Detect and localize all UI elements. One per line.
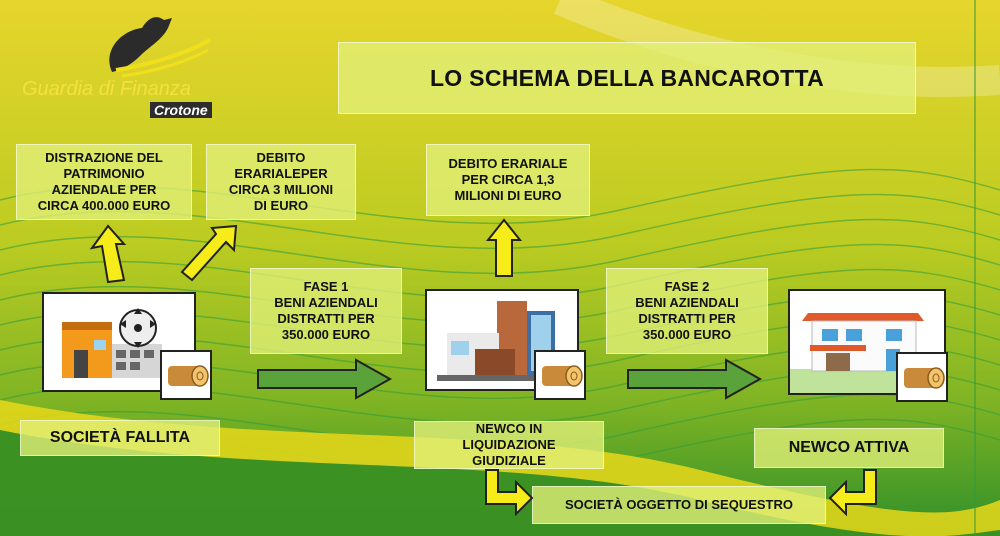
wood-log-frame-2: [534, 350, 586, 400]
wood-log-frame-1: [160, 350, 212, 400]
right-arrow-fase-2: [627, 358, 763, 400]
right-arrow-fase-1: [257, 358, 393, 400]
debito-erariale-3-milioni-box: DEBITO ERARIALEPER CIRCA 3 MILIONI DI EU…: [206, 144, 356, 220]
diagram-title: LO SCHEMA DELLA BANCAROTTA: [338, 42, 916, 114]
wood-log-icon: [904, 367, 945, 389]
fase-1-box: FASE 1 BENI AZIENDALI DISTRATTI PER 350.…: [250, 268, 402, 354]
logo-name: Guardia di Finanza: [22, 78, 191, 100]
factory-frame: [42, 292, 196, 392]
wood-log-icon: [168, 365, 209, 387]
societa-fallita-label: SOCIETÀ FALLITA: [20, 420, 220, 456]
debito-erariale-1-3-milioni-box: DEBITO ERARIALE PER CIRCA 1,3 MILIONI DI…: [426, 144, 590, 216]
logo-subtitle: Crotone: [150, 102, 212, 118]
distrazione-box: DISTRAZIONE DEL PATRIMONIO AZIENDALE PER…: [16, 144, 192, 220]
modern-building-icon: [437, 301, 567, 381]
bent-arrow-left: [485, 469, 534, 517]
wood-log-frame-3: [896, 352, 948, 402]
newco-attiva-label: NEWCO ATTIVA: [754, 428, 944, 468]
fase-2-box: FASE 2 BENI AZIENDALI DISTRATTI PER 350.…: [606, 268, 768, 354]
diagonal-arrow-up-right: [180, 224, 238, 282]
societa-sequestro-label: SOCIETÀ OGGETTO DI SEQUESTRO: [532, 486, 826, 524]
factory-sawmill-icon: [62, 308, 162, 378]
up-arrow-left: [89, 224, 127, 284]
griffin-icon: [109, 17, 211, 78]
up-arrow-middle: [485, 218, 523, 277]
bent-arrow-right: [828, 469, 877, 517]
wood-log-icon: [542, 365, 583, 387]
newco-liquidazione-label: NEWCO IN LIQUIDAZIONE GIUDIZIALE: [414, 421, 604, 469]
guardia-di-finanza-logo: Guardia di Finanza Crotone: [22, 10, 222, 118]
